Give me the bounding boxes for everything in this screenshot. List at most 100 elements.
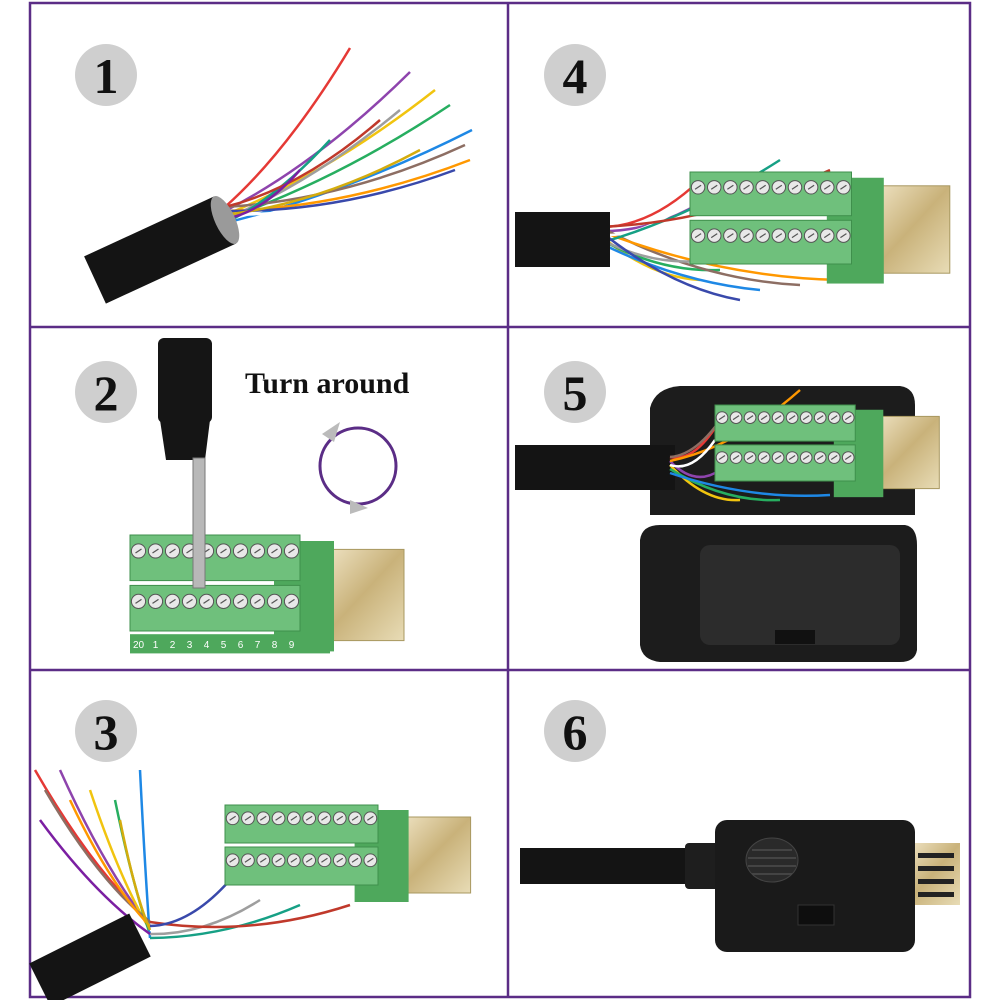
screw-slot xyxy=(275,857,282,863)
screw-slot xyxy=(259,815,267,821)
screw-slot xyxy=(844,415,852,421)
screw-slot xyxy=(727,184,734,190)
closed-housing xyxy=(715,820,915,952)
pin-label: 6 xyxy=(238,640,244,651)
screw-slot xyxy=(830,415,838,421)
grip-pad xyxy=(745,837,799,883)
screw-slot xyxy=(367,815,374,821)
screw-slot xyxy=(244,857,252,863)
screw-slot xyxy=(743,184,750,190)
pin-label: 9 xyxy=(289,640,295,651)
wire xyxy=(224,119,381,209)
screw-slot xyxy=(746,455,754,461)
wire xyxy=(58,769,151,927)
step-badge-3: 3 xyxy=(75,700,137,762)
screw-slot xyxy=(788,455,796,461)
screw-slot xyxy=(759,184,767,190)
screw-slot xyxy=(802,455,810,461)
screw-slot xyxy=(807,233,815,239)
svg-text:5: 5 xyxy=(563,365,588,421)
terminal-board xyxy=(714,404,940,498)
black-cable xyxy=(515,212,610,267)
wire xyxy=(669,471,831,498)
cable-strain-relief xyxy=(685,843,720,889)
pin-label: 1 xyxy=(153,640,159,651)
terminal-board xyxy=(689,171,951,284)
pin-label: 7 xyxy=(255,640,261,651)
screw-slot xyxy=(220,548,227,554)
terminal-board xyxy=(224,804,472,902)
screw-slot xyxy=(305,857,313,863)
screw-slot xyxy=(254,598,261,604)
screw-slot xyxy=(169,598,176,604)
svg-text:1: 1 xyxy=(94,48,119,104)
screw-slot xyxy=(718,415,726,421)
screw-slot xyxy=(802,415,810,421)
rotate-arrow-icon xyxy=(318,422,398,514)
black-cable xyxy=(515,445,675,490)
screw-slot xyxy=(694,233,702,239)
screw-slot xyxy=(336,815,344,821)
screw-slot xyxy=(746,415,754,421)
screw-slot xyxy=(220,598,227,604)
pin-label: 5 xyxy=(221,640,227,651)
screw-slot xyxy=(774,415,782,421)
panel-step-3 xyxy=(29,769,472,1000)
screw-slot xyxy=(775,184,783,190)
screw-slot xyxy=(336,857,344,863)
screw-slot xyxy=(305,815,313,821)
screw-slot xyxy=(169,548,176,554)
screw-slot xyxy=(732,415,740,421)
wire xyxy=(224,71,411,213)
screw-slot xyxy=(244,815,252,821)
screw-slot xyxy=(271,548,278,554)
screw-slot xyxy=(760,455,768,461)
screw-slot xyxy=(694,184,702,190)
pin-label: 8 xyxy=(272,640,278,651)
wire xyxy=(224,47,352,208)
pin-label: 3 xyxy=(187,640,193,651)
screw-slot xyxy=(788,415,796,421)
screw-slot xyxy=(186,548,193,554)
screw-slot xyxy=(816,455,824,461)
turn-around-caption: Turn around xyxy=(245,367,410,400)
screw-slot xyxy=(743,233,750,239)
screw-slot xyxy=(830,455,838,461)
screw-slot xyxy=(775,233,783,239)
screw-slot xyxy=(237,598,244,604)
screw-slot xyxy=(152,548,159,554)
svg-text:3: 3 xyxy=(94,704,119,760)
screw-slot xyxy=(135,548,142,554)
svg-text:2: 2 xyxy=(94,365,119,421)
wire xyxy=(149,903,351,929)
wire xyxy=(118,819,152,931)
screw-slot xyxy=(290,815,298,821)
svg-text:4: 4 xyxy=(563,48,588,104)
screw-slot xyxy=(710,184,718,190)
panel-step-1 xyxy=(84,47,473,304)
screw-slot xyxy=(840,184,847,190)
step-badge-5: 5 xyxy=(544,361,606,423)
wire xyxy=(599,230,741,302)
screw-slot xyxy=(290,857,298,863)
screw-slot xyxy=(259,857,267,863)
svg-text:6: 6 xyxy=(563,704,588,760)
screw-slot xyxy=(152,598,159,604)
screw-slot xyxy=(727,233,734,239)
black-cable xyxy=(520,848,695,884)
screw-slot xyxy=(710,233,718,239)
screwdriver xyxy=(158,338,212,589)
hdmi-pins xyxy=(918,853,954,897)
screw-slot xyxy=(774,455,782,461)
step-badge-6: 6 xyxy=(544,700,606,762)
wire xyxy=(149,903,301,940)
latch-notch xyxy=(775,630,815,644)
screw-slot xyxy=(321,857,328,863)
screw-slot xyxy=(254,548,261,554)
black-cable xyxy=(84,196,236,304)
loose-wires xyxy=(224,47,473,225)
screw-slot xyxy=(229,815,236,821)
